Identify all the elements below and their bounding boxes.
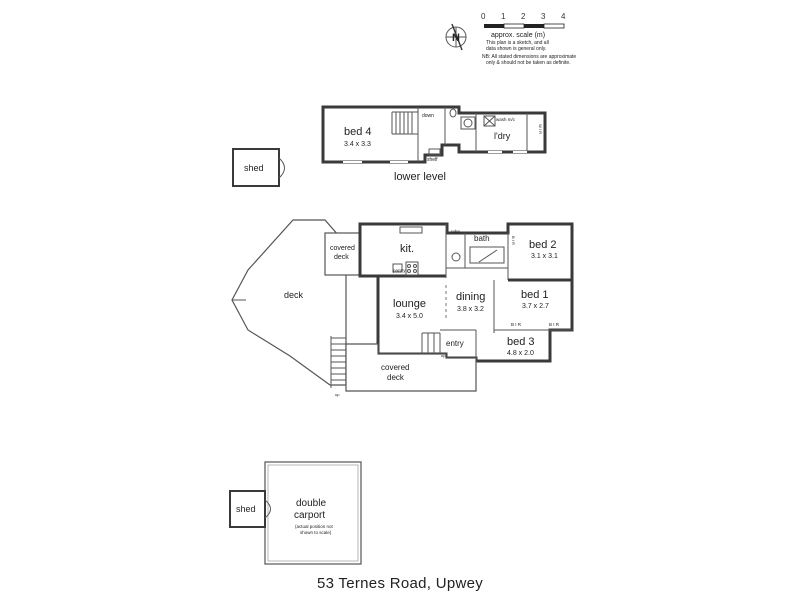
bed2-name: bed 2 <box>529 239 557 251</box>
shed-bottom <box>229 490 271 528</box>
lounge-dims: 3.4 x 5.0 <box>396 313 423 320</box>
scale-tick-3: 3 <box>541 12 546 21</box>
bed3-dims: 4.8 x 2.0 <box>507 350 534 357</box>
down-label: down <box>422 113 434 119</box>
note-line-1: This plan is a sketch, and all <box>486 40 549 46</box>
address-title: 53 Ternes Road, Upwey <box>316 575 484 592</box>
dining-dims: 3.8 x 3.2 <box>457 306 484 313</box>
carport-l1: double <box>296 498 326 509</box>
lower-level-walls <box>321 105 547 164</box>
main-level-walls <box>358 222 574 363</box>
note-line-2: data shown is general only. <box>486 46 546 52</box>
bir-side-label: B I R <box>511 236 516 245</box>
scale-bar <box>484 23 565 29</box>
note-line-4: only & should not be taken as definite. <box>486 60 571 66</box>
wir-label: W I R <box>538 124 543 134</box>
laundry-label: l'dry <box>494 131 511 141</box>
bed1-dims: 3.7 x 2.7 <box>522 303 549 310</box>
pantry-label: pantry <box>393 268 406 273</box>
bir-label-2: B I R <box>549 322 560 327</box>
bath-label: bath <box>474 234 490 243</box>
covered-deck-bottom-l2: deck <box>387 373 405 382</box>
shed-top-label: shed <box>244 163 264 173</box>
scale-tick-0: 0 <box>481 12 486 21</box>
lounge-name: lounge <box>393 298 426 310</box>
scale-tick-2: 2 <box>521 12 526 21</box>
kitchen-label: kit. <box>400 243 414 255</box>
carport-l2: carport <box>294 510 325 521</box>
entry-label: entry <box>446 339 464 348</box>
note-line-3: NB: All stated dimensions are approximat… <box>482 54 576 60</box>
scale-label: approx. scale (m) <box>491 32 545 39</box>
wash-machine-label: wash m/c <box>496 117 516 122</box>
compass-letter: N <box>452 32 460 44</box>
scale-tick-1: 1 <box>501 12 506 21</box>
covered-deck-bottom-l1: covered <box>381 363 409 372</box>
shelf-label: shelf <box>427 157 438 163</box>
bir-label-1: B I R <box>511 322 522 327</box>
bed2-dims: 3.1 x 3.1 <box>531 253 558 260</box>
bed4-dims: 3.4 x 3.3 <box>344 141 371 148</box>
carport <box>264 461 362 565</box>
scale-tick-4: 4 <box>561 12 566 21</box>
compass-icon <box>445 23 467 51</box>
robe-label: robe <box>451 229 461 234</box>
bed4-name: bed 4 <box>344 126 372 138</box>
dining-name: dining <box>456 291 485 303</box>
deck-area <box>231 219 347 386</box>
covered-deck-bottom <box>345 343 477 392</box>
deck-label: deck <box>284 290 304 300</box>
shed-top <box>232 148 285 187</box>
bed3-name: bed 3 <box>507 336 535 348</box>
deck-stairs-up-label: up <box>335 392 340 397</box>
lower-level-heading: lower level <box>394 171 446 183</box>
carport-note-l2: shown to scale) <box>300 530 332 535</box>
entry-up-label: up <box>441 353 446 358</box>
carport-note-l1: (actual position not <box>295 524 334 529</box>
bed1-name: bed 1 <box>521 289 549 301</box>
shed-bottom-label: shed <box>236 504 256 514</box>
scale-ticks: 0 1 2 3 4 <box>476 12 566 22</box>
covered-deck-top-l2: deck <box>334 254 349 261</box>
covered-deck-top-l1: covered <box>330 245 355 252</box>
